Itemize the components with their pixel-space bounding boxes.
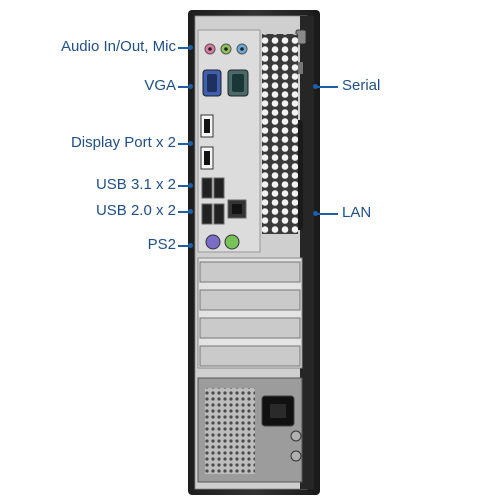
leader-dot-usb31 <box>188 183 193 188</box>
leader-dot-displayport <box>188 141 193 146</box>
label-audio: Audio In/Out, Mic <box>60 38 176 55</box>
leader-usb20 <box>178 211 192 213</box>
label-displayport: Display Port x 2 <box>70 134 176 151</box>
side-rail <box>300 16 314 489</box>
leader-lan <box>316 213 338 215</box>
leader-serial <box>316 86 338 88</box>
ps2-ports <box>205 234 240 250</box>
audio-jacks <box>204 43 248 55</box>
leader-displayport <box>178 143 192 145</box>
serial-port <box>227 69 249 97</box>
leader-dot-lan <box>313 211 318 216</box>
leader-usb31 <box>178 185 192 187</box>
display-ports <box>200 114 214 170</box>
latch-clip <box>297 62 303 74</box>
label-serial: Serial <box>342 77 381 94</box>
label-ps2: PS2 <box>147 236 176 253</box>
usb-2-0-ports <box>201 203 225 225</box>
lan-port <box>227 199 247 219</box>
leader-dot-vga <box>188 84 193 89</box>
label-vga: VGA <box>144 77 176 94</box>
power-supply <box>197 377 303 483</box>
vga-port <box>202 69 222 97</box>
leader-dot-serial <box>313 84 318 89</box>
label-usb20: USB 2.0 x 2 <box>95 202 176 219</box>
leader-dot-audio <box>188 45 193 50</box>
expansion-slots <box>197 257 303 369</box>
leader-audio <box>178 47 192 49</box>
leader-ps2 <box>178 245 192 247</box>
leader-dot-ps2 <box>188 243 193 248</box>
leader-dot-usb20 <box>188 209 193 214</box>
hex-vent <box>262 34 298 234</box>
label-usb31: USB 3.1 x 2 <box>95 176 176 193</box>
label-lan: LAN <box>342 204 372 221</box>
leader-vga <box>178 86 192 88</box>
usb-3-1-ports <box>201 177 225 199</box>
